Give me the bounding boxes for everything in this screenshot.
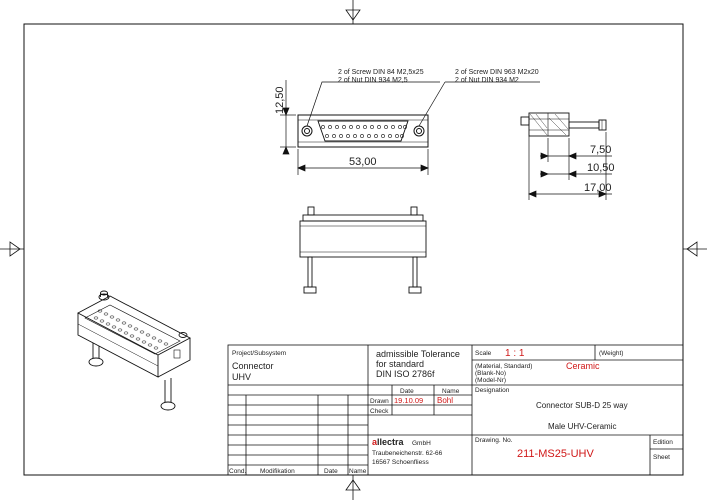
name-header: Name (442, 388, 460, 395)
tolerance-line2: for standard (376, 359, 424, 369)
material-value: Ceramic (566, 361, 600, 371)
note-right-line2: 2 of Nut DIN 934 M2 (455, 77, 519, 84)
connector-side-view (520, 112, 612, 200)
note-left-line1: 2 of Screw DIN 84 M2,5x25 (338, 69, 424, 76)
model-label: (Model-Nr) (475, 377, 506, 384)
check-label: Check (370, 408, 389, 415)
title-block (227, 344, 684, 476)
connector-front-view (280, 80, 540, 175)
connector-isometric-view (77, 290, 191, 411)
note-left-line2: 2 of Nut DIN 934 M2,5 (338, 77, 408, 84)
company-street: Traubeneichenstr. 62-66 (372, 450, 443, 457)
blank-label: (Blank-No) (475, 370, 506, 377)
company-suffix: GmbH (412, 440, 431, 447)
note-right-line1: 2 of Screw DIN 963 M2x20 (455, 69, 539, 76)
dimension-d1: 7,50 (590, 144, 611, 156)
project-label: Project/Subsystem (232, 350, 286, 357)
drawn-name: Bohl (437, 396, 453, 405)
drawn-date: 19.10.09 (394, 396, 423, 405)
cond-label: Cond. (229, 468, 247, 475)
right-note-leader (418, 81, 446, 127)
contact-pins (321, 125, 407, 138)
dimension-width: 53,00 (349, 156, 377, 168)
tolerance-line3: DIN ISO 2786f (376, 369, 435, 379)
dimension-d3: 17,00 (584, 182, 612, 194)
company-logo: allectra (372, 437, 405, 447)
isometric-contact-holes (93, 309, 169, 350)
sheet-label: Sheet (653, 454, 670, 461)
date-header: Date (400, 388, 414, 395)
left-note-leader (306, 81, 440, 127)
edition-label: Edition (653, 439, 673, 446)
designation-line2: Male UHV-Ceramic (548, 422, 616, 431)
material-label: (Material, Standard) (475, 363, 532, 370)
scale-value: 1 : 1 (505, 348, 525, 359)
name-label-bottom: Name (349, 468, 367, 475)
drawing-no-value: 211-MS25-UHV (517, 448, 594, 460)
drawn-label: Drawn (370, 398, 389, 405)
project-line2: UHV (232, 372, 251, 382)
connector-top-view (299, 206, 427, 294)
scale-label: Scale (475, 350, 492, 357)
project-line1: Connector (232, 361, 274, 371)
designation-line1: Connector SUB-D 25 way (536, 401, 628, 410)
tolerance-line1: admissible Tolerance (376, 349, 460, 359)
company-city: 16567 Schoenfliess (372, 459, 429, 466)
svg-text:allectra: allectra (372, 437, 405, 447)
designation-label: Designation (475, 387, 510, 394)
dimension-height: 12,50 (274, 86, 286, 114)
date-label-bottom: Date (324, 468, 338, 475)
drawing-no-label: Drawing. No. (475, 437, 513, 444)
modification-label: Modifikation (260, 468, 295, 475)
weight-label: (Weight) (599, 350, 623, 357)
dimension-d2: 10,50 (587, 162, 615, 174)
